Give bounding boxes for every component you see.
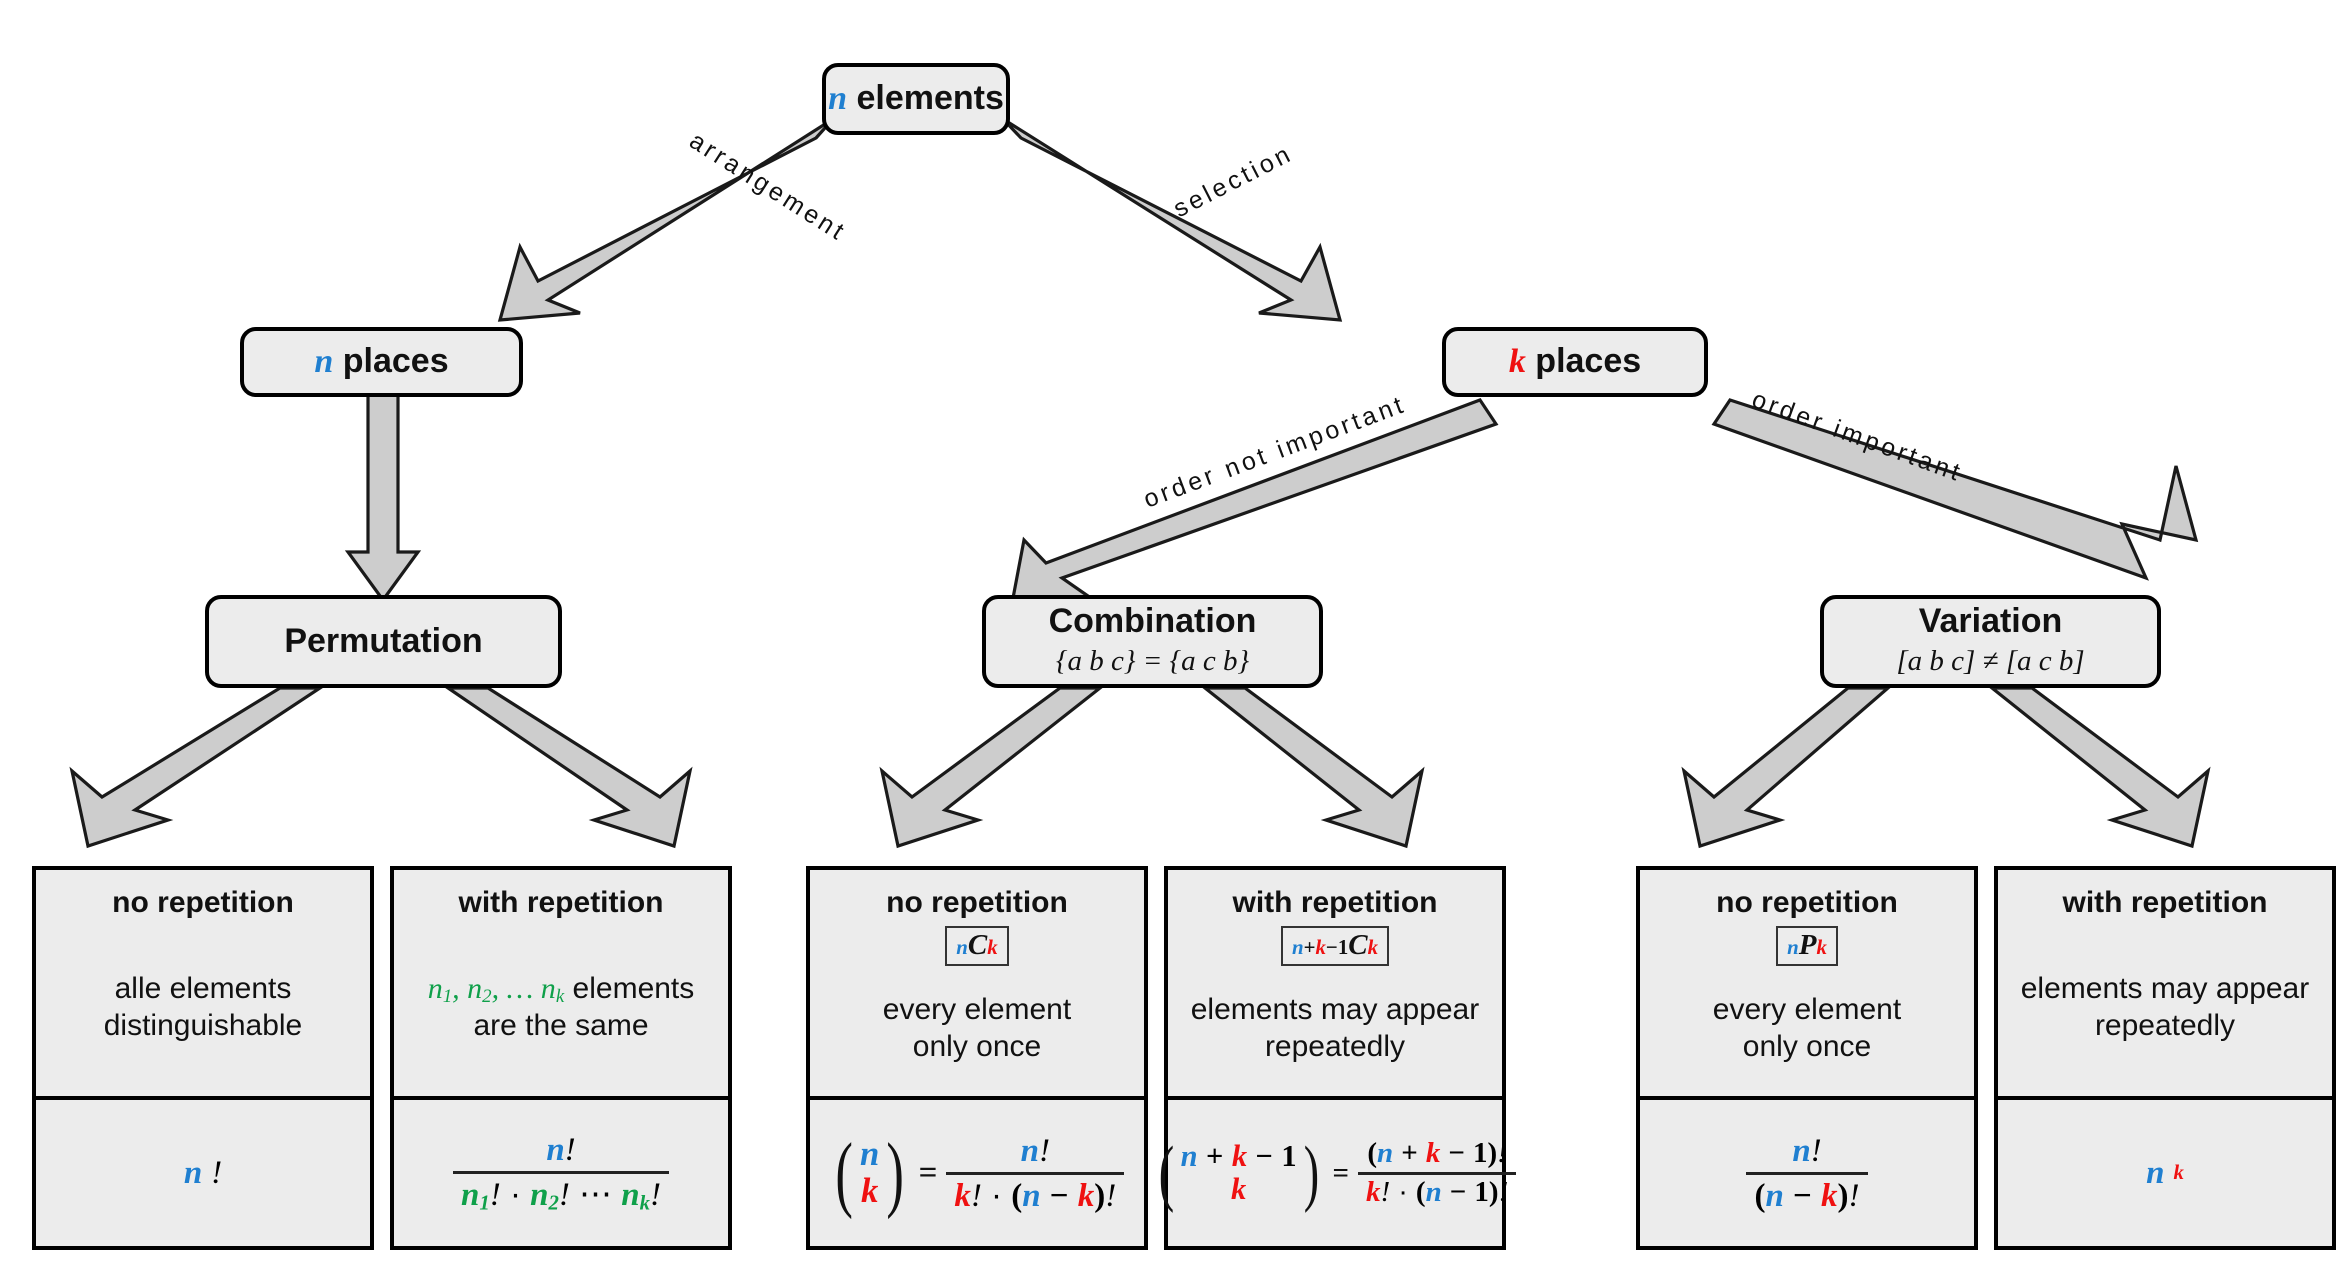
leaf-permutation-with-repetition[interactable]: with repetition n1, n2, … nk elements ar… bbox=[390, 866, 732, 1250]
leaf-formula: n! bbox=[183, 1154, 223, 1191]
leaf-title: with repetition bbox=[1232, 886, 1438, 919]
leaf-description: elements may appear repeatedly bbox=[2020, 972, 2310, 1042]
node-n-places-label: n places bbox=[314, 342, 449, 381]
edge-k-places-to-variation bbox=[1711, 398, 2199, 581]
leaf-description: every element only once bbox=[882, 993, 1072, 1063]
leaf-formula: n! (n − k)! bbox=[1640, 1100, 1974, 1246]
node-n-places[interactable]: n places bbox=[240, 327, 523, 397]
leaf-combination-with-repetition[interactable]: with repetition n+k−1Ck elements may app… bbox=[1159, 866, 1517, 1250]
node-permutation[interactable]: Permutation bbox=[205, 595, 562, 688]
node-variation-subtitle: [a b c] ≠ [a c b] bbox=[1896, 644, 2085, 677]
edge-n-places-to-permutation bbox=[344, 388, 422, 603]
node-permutation-title: Permutation bbox=[284, 621, 483, 660]
leaf-combination-no-repetition[interactable]: no repetition nCk every element only onc… bbox=[806, 866, 1148, 1250]
leaf-description: alle elements distinguishable bbox=[103, 972, 303, 1042]
leaf-notation-nPk: nPk bbox=[1776, 926, 1838, 967]
edge-permutation-to-no-repetition bbox=[69, 686, 326, 849]
leaf-title: no repetition bbox=[1716, 886, 1898, 919]
leaf-description: elements may appear repeatedly bbox=[1190, 993, 1480, 1063]
node-variation[interactable]: Variation [a b c] ≠ [a c b] bbox=[1820, 595, 2161, 688]
edge-k-places-to-combination bbox=[1007, 398, 1499, 617]
leaf-variation-no-repetition[interactable]: no repetition nPk every element only onc… bbox=[1636, 866, 1978, 1250]
edge-variation-to-no-repetition bbox=[1681, 686, 1893, 849]
leaf-title: no repetition bbox=[112, 886, 294, 919]
edge-variation-to-with-repetition bbox=[1987, 686, 2211, 849]
leaf-variation-with-repetition[interactable]: with repetition elements may appear repe… bbox=[1994, 866, 2336, 1250]
edge-root-to-k-places bbox=[1001, 117, 1343, 322]
node-k-places[interactable]: k places bbox=[1442, 327, 1708, 397]
node-n-elements-label: n elements bbox=[828, 79, 1004, 118]
leaf-title: with repetition bbox=[458, 886, 664, 919]
node-combination-subtitle: {a b c} = {a c b} bbox=[1055, 644, 1250, 677]
leaf-formula: n! n1! · n2! ⋯ nk! bbox=[394, 1100, 728, 1246]
leaf-title: no repetition bbox=[886, 886, 1068, 919]
edge-permutation-to-with-repetition bbox=[442, 686, 693, 849]
leaf-description: every element only once bbox=[1712, 993, 1902, 1063]
node-variation-title: Variation bbox=[1918, 602, 2063, 641]
leaf-notation-n-plus-k-minus-1-C-k: n+k−1Ck bbox=[1280, 926, 1390, 967]
leaf-permutation-no-repetition[interactable]: no repetition alle elements distinguisha… bbox=[32, 866, 374, 1250]
leaf-notation-nCk: nCk bbox=[945, 926, 1009, 967]
edge-combination-to-with-repetition bbox=[1200, 686, 1425, 849]
leaf-title: with repetition bbox=[2062, 886, 2268, 919]
edge-root-to-n-places bbox=[497, 117, 835, 322]
node-combination[interactable]: Combination {a b c} = {a c b} bbox=[982, 595, 1323, 688]
node-k-places-label: k places bbox=[1508, 342, 1642, 381]
leaf-description: n1, n2, … nk elements are the same bbox=[427, 972, 695, 1043]
node-n-elements[interactable]: n elements bbox=[822, 63, 1010, 135]
node-combination-title: Combination bbox=[1048, 602, 1257, 641]
edge-combination-to-no-repetition bbox=[879, 686, 1105, 849]
